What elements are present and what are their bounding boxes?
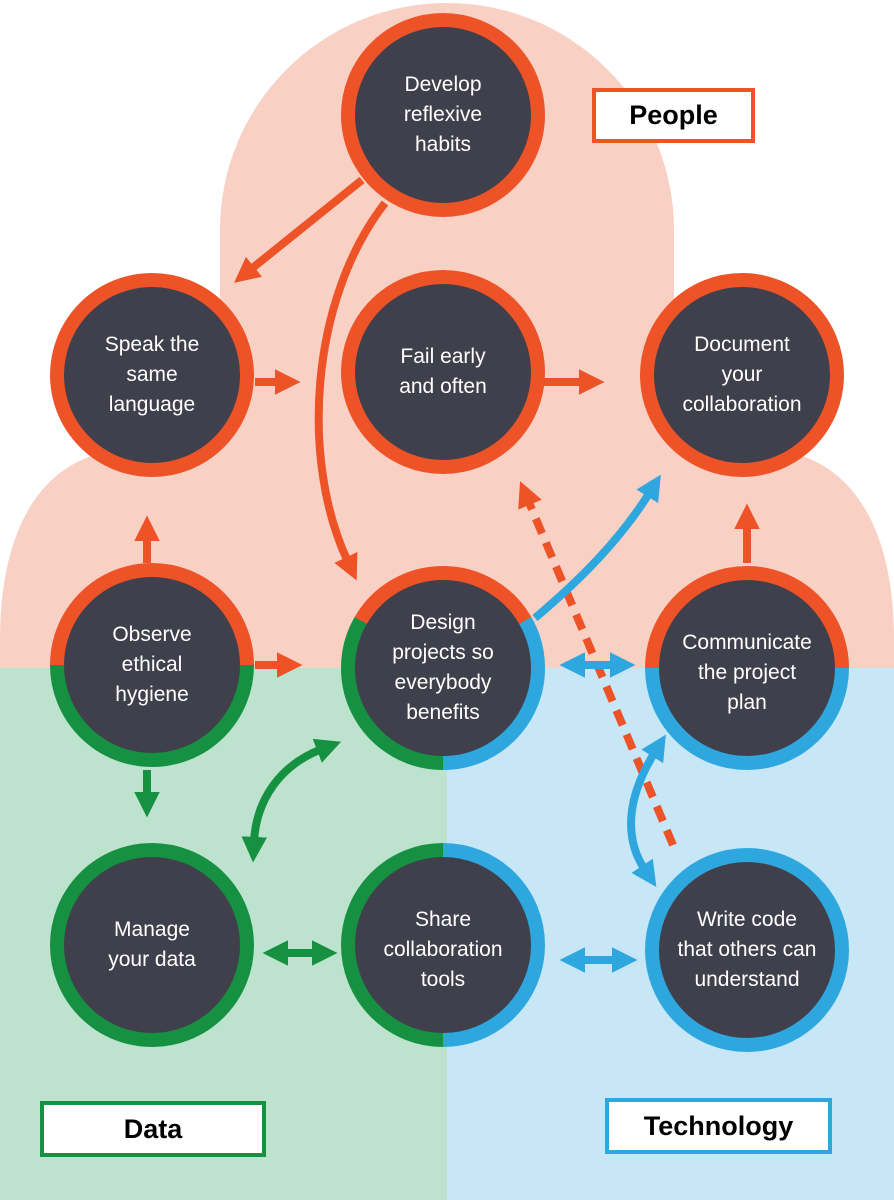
design-ring-people: [354, 566, 532, 625]
design-label: Design projects so everybody benefits: [392, 611, 494, 724]
arrow-communicate-write-curved: [627, 734, 666, 888]
communicate-ring-people: [645, 566, 849, 669]
manage-label: Manage your data: [108, 918, 196, 971]
fail-label: Fail early and often: [399, 345, 487, 398]
node-write-code: [645, 848, 849, 1052]
document-label: Document your collaboration: [682, 333, 802, 416]
observe-label: Observe ethical hygiene: [112, 623, 192, 706]
node-develop-reflexive-habits: [341, 13, 545, 217]
node-speak-the-same-language: [50, 273, 254, 477]
node-design-projects: [340, 566, 546, 770]
communicate-label: Communicate the project plan: [682, 631, 812, 714]
design-ring-technology: [442, 617, 546, 770]
arrow-develop-to-design: [314, 200, 389, 581]
node-share-collaboration-tools: [341, 843, 545, 1047]
share-label: Share collaboration tools: [383, 908, 503, 991]
arrow-manage-design-curved: [241, 738, 342, 863]
communicate-ring-technology: [645, 667, 849, 770]
technology-region-label: Technology: [605, 1098, 832, 1154]
speak-label: Speak the same language: [104, 333, 200, 416]
observe-ring-people: [50, 563, 254, 666]
node-document-your-collaboration: [640, 273, 844, 477]
arrow-design-to-document: [532, 474, 661, 622]
share-ring-technology: [442, 843, 545, 1047]
node-fail-early-and-often: [341, 270, 545, 474]
observe-ring-data: [50, 664, 254, 767]
design-ring-data: [340, 617, 444, 770]
arrow-develop-to-speak: [234, 176, 365, 283]
data-region-label: Data: [40, 1101, 266, 1157]
write-label: Write code that others can understand: [677, 908, 817, 991]
people-region-label: People: [592, 88, 755, 143]
node-communicate-the-project-plan: [645, 566, 849, 770]
share-ring-data: [341, 843, 444, 1047]
node-observe-ethical-hygiene: [50, 563, 254, 767]
node-manage-your-data: [50, 843, 254, 1047]
develop-label: Develop reflexive habits: [403, 73, 483, 156]
